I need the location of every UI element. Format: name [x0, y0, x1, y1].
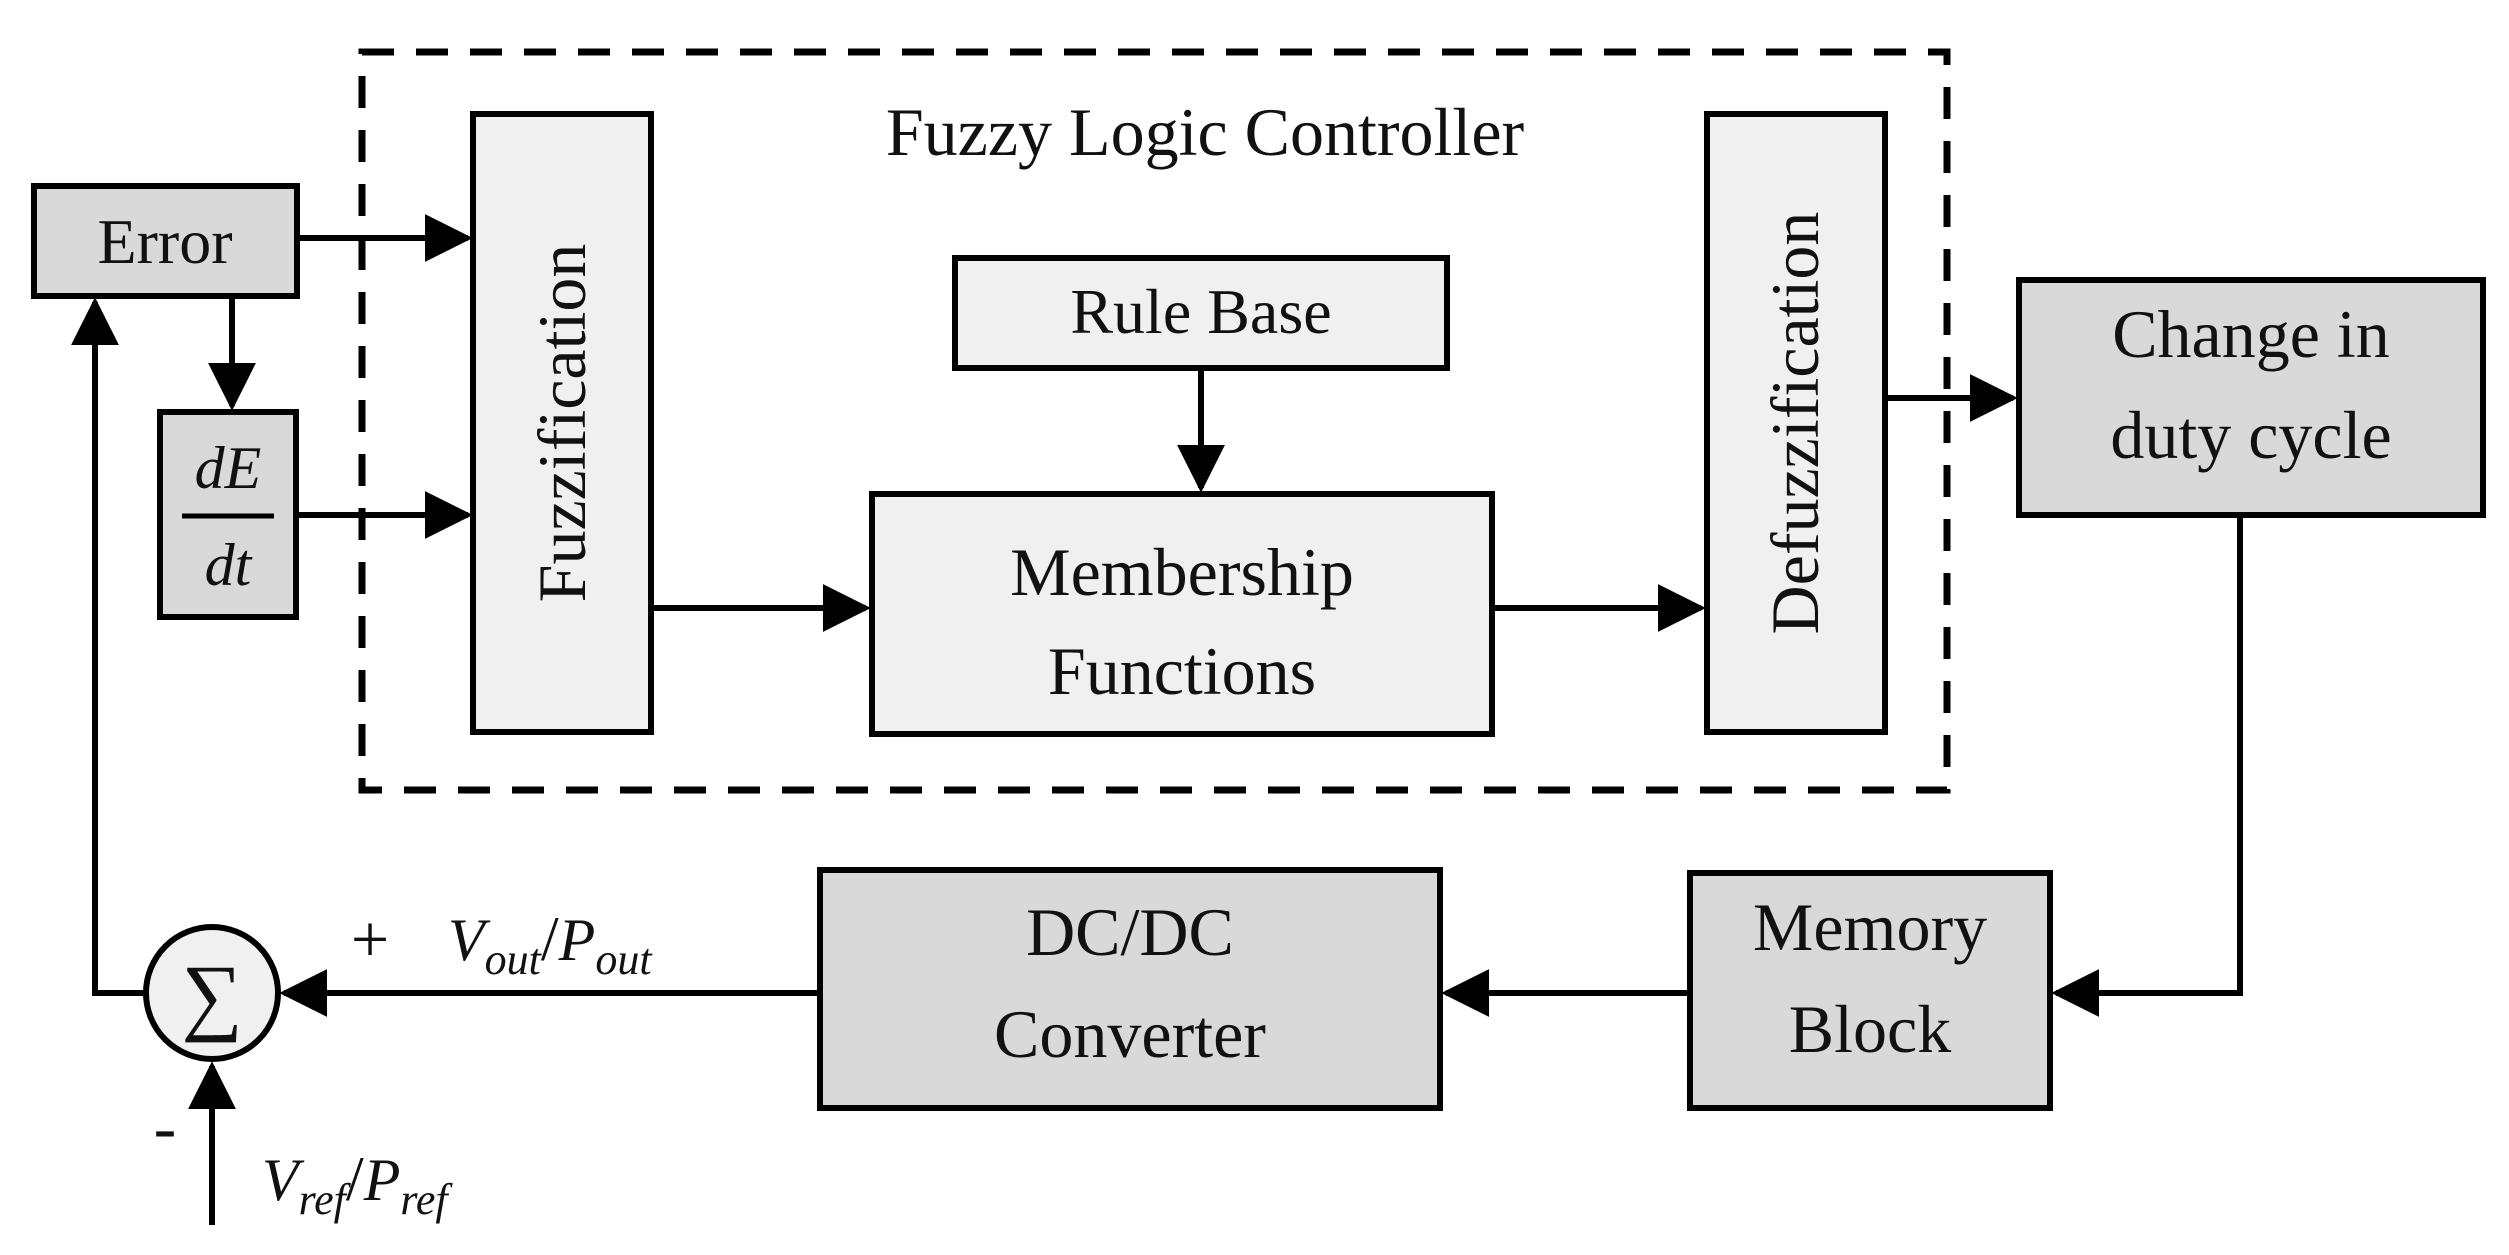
change-duty-line2: duty cycle [2110, 397, 2391, 473]
flc-title: Fuzzy Logic Controller [886, 94, 1525, 170]
membership-block: Membership Functions [869, 491, 1495, 737]
pout-symbol: P [558, 907, 596, 973]
summing-junction: ∑ [143, 924, 281, 1062]
fuzzification-block: Fuzzification [470, 111, 654, 735]
sum-symbol: ∑ [181, 947, 242, 1043]
rule-base-block: Rule Base [952, 255, 1450, 371]
vref-slash: / [346, 1143, 364, 1214]
vref-pref-label: Vref/Pref [262, 1143, 453, 1224]
plus-sign: + [351, 901, 389, 977]
derivative-denominator: dt [205, 532, 253, 598]
error-block: Error [31, 183, 300, 299]
pref-symbol: P [363, 1147, 401, 1213]
membership-line2: Functions [1048, 633, 1316, 709]
converter-line2: Converter [994, 996, 1266, 1072]
vref-symbol: V [262, 1147, 305, 1213]
vout-pout-label: Vout/Pout [448, 903, 653, 984]
memory-block: Memory Block [1687, 870, 2053, 1111]
memory-line2: Block [1789, 991, 1951, 1067]
vout-symbol: V [448, 907, 491, 973]
change-duty-line1: Change in [2112, 296, 2390, 372]
arrow-sum-to-error [71, 297, 146, 996]
vout-slash: / [541, 903, 559, 974]
defuzzification-block: Defuzzification [1704, 111, 1888, 735]
converter-block: DC/DC Converter [817, 867, 1443, 1111]
pout-subscript: out [595, 935, 653, 984]
memory-line1: Memory [1753, 889, 1987, 965]
converter-line1: DC/DC [1026, 894, 1234, 970]
minus-sign: - [154, 1089, 177, 1165]
arrow-change-to-memory [2051, 515, 2243, 1017]
membership-line1: Membership [1010, 534, 1354, 610]
vref-subscript: ref [299, 1175, 352, 1224]
pref-subscript: ref [400, 1175, 453, 1224]
derivative-block: dE dt [157, 409, 299, 620]
rule-base-label: Rule Base [1070, 276, 1331, 347]
signal-wires [71, 214, 2243, 1225]
flc-boundary [358, 48, 1951, 794]
fuzzification-label: Fuzzification [524, 244, 600, 603]
error-label: Error [97, 206, 232, 277]
defuzzification-label: Defuzzification [1757, 212, 1833, 635]
vout-subscript: out [485, 935, 543, 984]
change-duty-block: Change in duty cycle [2016, 277, 2486, 518]
derivative-numerator: dE [195, 435, 262, 501]
